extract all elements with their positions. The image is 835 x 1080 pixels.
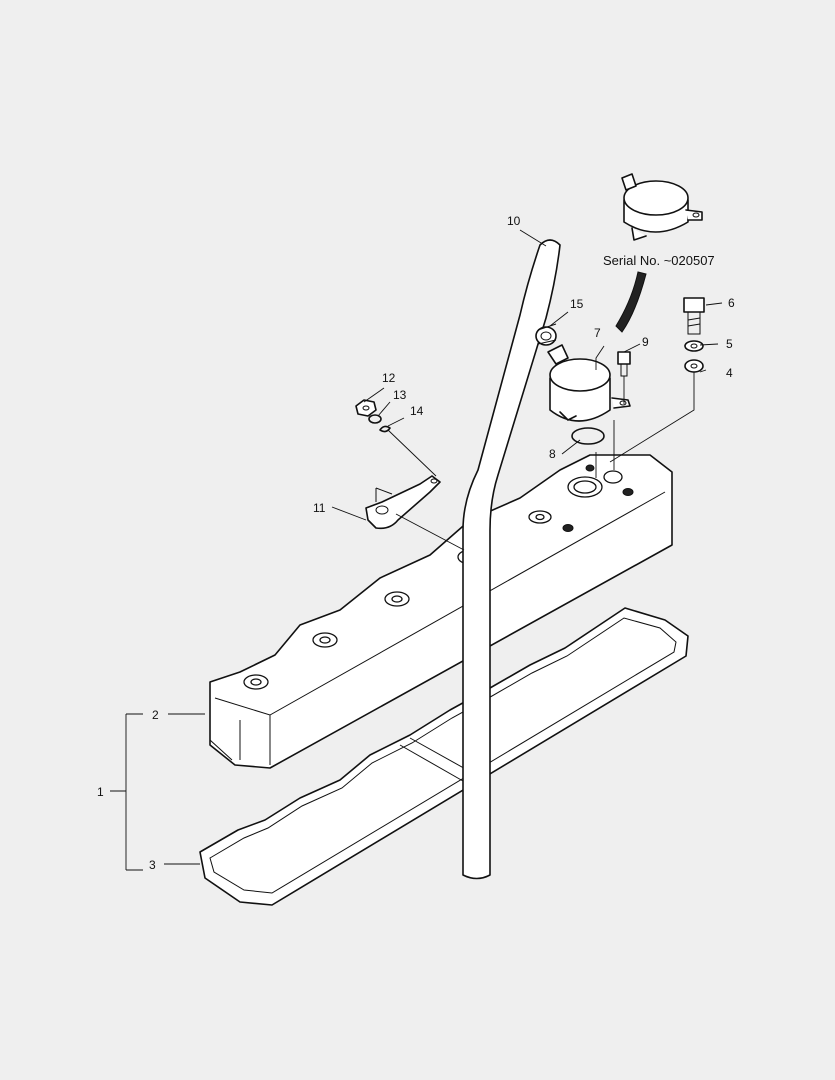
callout-3: 3 xyxy=(149,858,156,872)
breather-tube xyxy=(462,239,561,880)
callout-10: 10 xyxy=(507,214,521,228)
retaining-clip xyxy=(379,425,391,433)
washer xyxy=(684,340,704,352)
callout-14: 14 xyxy=(410,404,424,418)
callout-11: 11 xyxy=(313,501,326,515)
callout-7: 7 xyxy=(594,326,601,340)
callout-15: 15 xyxy=(570,297,584,311)
lock-washer xyxy=(368,414,382,424)
callouts: 1 2 3 4 5 6 7 8 9 10 11 12 13 14 15 Seri… xyxy=(97,214,735,872)
washer-hole xyxy=(690,343,698,349)
callout-13: 13 xyxy=(393,388,407,402)
callout-8: 8 xyxy=(549,447,556,461)
gasket xyxy=(199,607,689,906)
callout-5: 5 xyxy=(726,337,733,351)
callout-1: 1 xyxy=(97,785,104,799)
callout-6: 6 xyxy=(728,296,735,310)
breather-housing xyxy=(547,344,631,422)
hose-clamp xyxy=(535,323,557,346)
serial-note: Serial No. ~020507 xyxy=(603,253,715,268)
grommet-hole xyxy=(690,363,698,369)
o-ring xyxy=(571,427,605,445)
callout-2: 2 xyxy=(152,708,159,722)
grommet xyxy=(684,359,704,373)
old-breather-variant xyxy=(615,173,703,333)
bolt-large xyxy=(683,297,705,335)
bracket xyxy=(365,475,441,530)
bolt-small xyxy=(617,351,631,377)
callout-12: 12 xyxy=(382,371,396,385)
callout-4: 4 xyxy=(726,366,733,380)
callout-9: 9 xyxy=(642,335,649,349)
nut xyxy=(355,399,377,417)
leader-lines xyxy=(110,229,723,871)
